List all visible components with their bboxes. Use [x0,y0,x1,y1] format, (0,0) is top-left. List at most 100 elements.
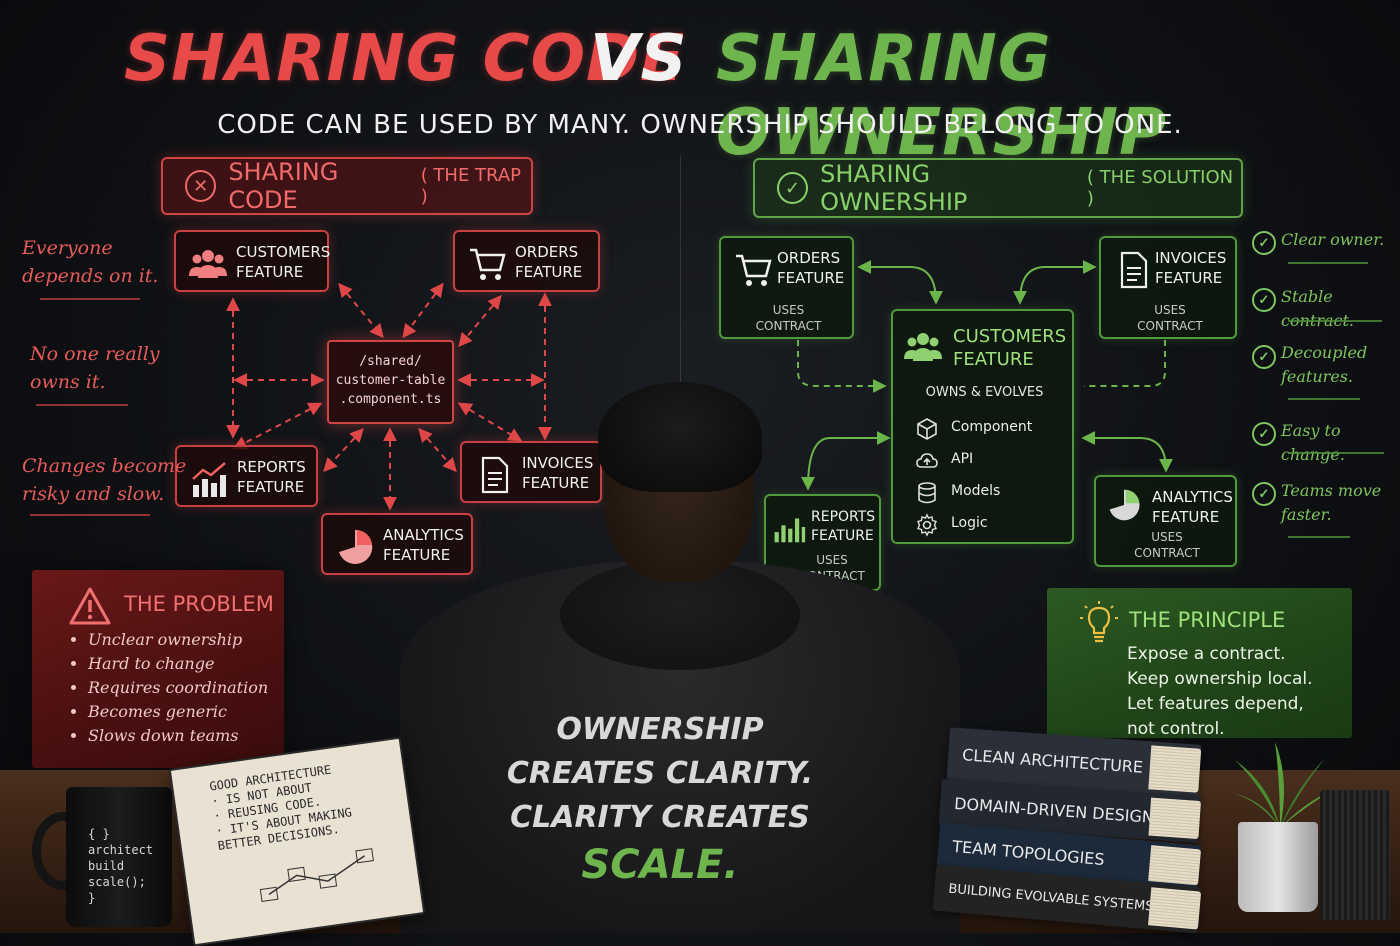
mug-line: scale(); [88,875,146,889]
principle-card: THE PRINCIPLE Expose a contract. Keep ow… [1047,588,1352,739]
problem-item: Unclear ownership [88,628,268,652]
principle-line: Keep ownership local. [1127,669,1313,689]
bar-chart-icon [192,462,226,497]
plant-leaves [1229,742,1333,828]
node-label: FEATURE [515,263,583,281]
node-label: FEATURE [236,263,304,281]
book-title: BUILDING EVOLVABLE SYSTEMS [947,881,1155,915]
owned-item-api: API [951,451,974,467]
node-label: REPORTS [237,458,306,476]
check-icon: ✓ [1252,231,1276,255]
benefit-decoupled: Decoupled features. [1281,341,1367,389]
title-sharing-code: SHARING CODE [124,22,685,96]
owned-item-component: Component [951,419,1033,435]
note-line: No one really [30,343,160,365]
database-icon [918,482,936,504]
owned-item-models: Models [951,483,1001,499]
node-label: ANALYTICS [1152,488,1233,506]
book-title: CLEAN ARCHITECTURE [961,744,1144,777]
problem-item: Slows down teams [88,724,268,748]
gear-icon [917,513,937,537]
person-hair [598,382,762,492]
note-line: Everyone [22,237,113,259]
benefit-easy-change: Easy to change. [1281,419,1400,467]
benefit-line: features. [1281,367,1354,386]
uses-label: USES [772,303,805,317]
benefit-underline [1288,320,1382,322]
subtitle: CODE CAN BE USED BY MANY. OWNERSHIP SHOU… [217,110,1183,140]
principle-line: Expose a contract. [1127,644,1286,664]
node-label: CUSTOMERS [953,326,1067,347]
principle-title: THE PRINCIPLE [1129,608,1286,632]
node-label: ORDERS [777,249,841,267]
note-line: depends on it. [22,265,159,287]
node-label: FEATURE [953,349,1034,370]
problem-item: Requires coordination [88,676,268,700]
people-icon [904,333,942,361]
mug-line: { } [88,827,110,841]
orders-feature-node: ORDERS FEATURE [453,230,600,292]
benefit-clear-owner: Clear owner. [1281,228,1384,252]
contract-label: CONTRACT [1134,546,1200,560]
benefit-underline [1288,262,1368,264]
note-everyone-depends: Everyone depends on it. [22,234,158,290]
book-title: DOMAIN-DRIVEN DESIGN [953,793,1155,827]
principle-text: Expose a contract. Keep ownership local.… [1127,642,1313,742]
title-vs: VS [590,22,688,96]
cloud-icon [916,453,938,468]
node-label: FEATURE [1152,508,1220,526]
benefit-line: Stable contract. [1281,287,1354,330]
header-main: SHARING OWNERSHIP [820,160,968,216]
note-underline [36,404,128,406]
benefit-teams-faster: Teams move faster. [1281,479,1381,527]
document-icon [1120,251,1148,289]
problem-card: THE PROBLEM Unclear ownership Hard to ch… [32,570,284,768]
sharing-ownership-header: ✓ SHARING OWNERSHIP ( THE SOLUTION ) [753,158,1243,218]
check-icon: ✓ [1252,422,1276,446]
benefit-line: Easy to change. [1281,421,1345,464]
slogan-line: CLARITY CREATES [510,800,810,835]
node-label: FEATURE [383,546,451,564]
shared-file-name: customer-table [335,373,446,388]
node-label: INVOICES [1155,249,1227,267]
uses-label: USES [1151,530,1183,544]
benefit-stable-contract: Stable contract. [1281,285,1400,333]
node-label: ORDERS [515,243,579,261]
benefit-underline [1288,398,1360,400]
shared-file-path: /shared/ [359,354,422,369]
mug-text: { } architect build scale(); } [88,826,153,906]
notebook-text: GOOD ARCHITECTURE · IS NOT ABOUT · REUSI… [209,761,355,854]
node-label: FEATURE [811,528,874,544]
node-label: FEATURE [1155,269,1223,287]
pie-chart-icon [339,529,373,564]
node-label: ANALYTICS [383,526,464,544]
check-icon: ✓ [1252,482,1276,506]
node-label: CUSTOMERS [236,243,331,261]
sharing-code-header: ✕ SHARING CODE ( THE TRAP ) [161,157,533,215]
document-icon [481,456,509,494]
slogan-line: CREATES CLARITY. [506,756,814,791]
x-circle-icon: ✕ [185,170,217,202]
node-label: INVOICES [522,454,594,472]
note-underline [30,514,150,516]
benefit-underline [1288,536,1350,538]
mug-handle [32,812,94,890]
analytics-feature-node: ANALYTICS FEATURE USES CONTRACT [1094,475,1237,567]
bar-chart-icon [774,518,806,543]
problem-list: Unclear ownership Hard to change Require… [70,628,268,748]
header-main: SHARING CODE [228,158,339,214]
header-sub: ( THE TRAP ) [420,165,521,207]
check-circle-icon: ✓ [777,172,809,204]
problem-title: THE PROBLEM [124,592,274,616]
cube-icon [917,418,937,440]
note-changes-risky: Changes become risky and slow. [22,452,186,508]
contract-label: CONTRACT [1137,319,1203,333]
note-underline [40,298,140,300]
note-line: Changes become [22,455,187,477]
title-sharing-ownership: SHARING OWNERSHIP [716,22,1167,170]
